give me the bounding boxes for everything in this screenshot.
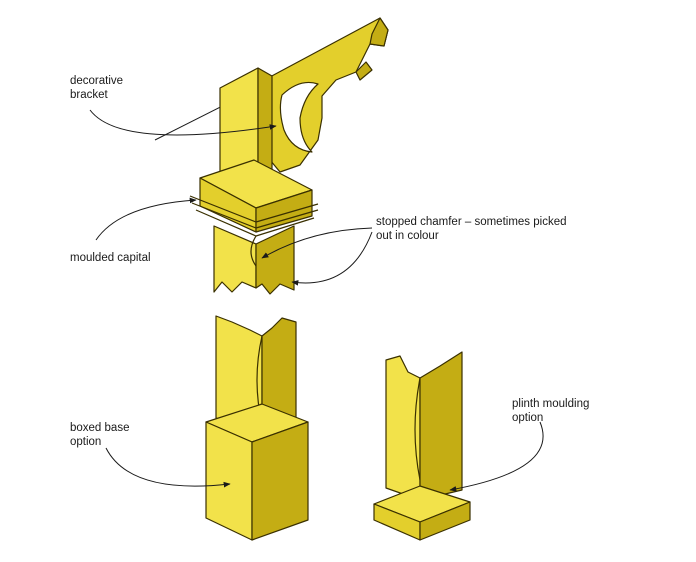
bracket-end — [369, 17, 389, 47]
label-moulded-capital: moulded capital — [70, 252, 151, 264]
capital-right — [255, 189, 313, 233]
leader-chamfer-2 — [291, 231, 373, 286]
leader-chamfer-1 — [261, 227, 373, 259]
label-stopped-chamfer: stopped chamfer – sometimes picked out i… — [376, 216, 567, 242]
plinth-shaft-right — [419, 351, 463, 501]
plinth-post — [373, 351, 471, 541]
label-decorative-bracket: decorative bracket — [70, 75, 124, 101]
boxed-base-post — [205, 315, 309, 541]
boxed-base-right — [251, 421, 309, 541]
capital-moulding-1 — [189, 195, 319, 223]
boxed-base-left — [205, 421, 253, 541]
leader-lines — [89, 109, 544, 492]
label-boxed-base: boxed base option — [70, 422, 130, 448]
leader-capital — [95, 197, 197, 241]
leader-plinth — [449, 421, 544, 492]
leader-bracket — [89, 109, 277, 136]
shaft-lower-right — [255, 225, 295, 295]
label-plinth-moulding: plinth moulding option — [512, 398, 590, 424]
upper-post — [154, 17, 389, 295]
leader-boxed — [105, 447, 231, 488]
decorative-bracket — [267, 17, 389, 173]
plinth-chamfer — [414, 377, 421, 481]
moulded-capital — [189, 159, 319, 237]
plinth-right — [419, 501, 471, 541]
bracket-cutout — [279, 81, 319, 153]
capital-moulding-2 — [191, 202, 319, 229]
bracket-scroll — [355, 61, 373, 81]
chamfer-upper — [250, 235, 257, 267]
capital-moulding-3 — [195, 209, 315, 237]
shaft-lower-left — [213, 225, 257, 293]
